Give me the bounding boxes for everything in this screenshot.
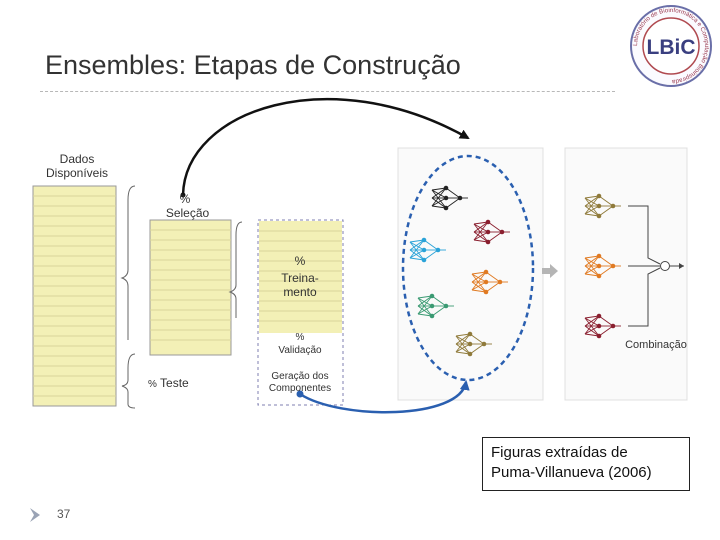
net-combined-1 <box>584 193 621 219</box>
net-combined-3 <box>584 313 621 339</box>
net-component-1 <box>431 185 468 211</box>
selecao-pct: % <box>179 192 191 206</box>
teste-group: % Teste <box>148 376 208 391</box>
dados-label: Dados Disponíveis <box>45 152 109 180</box>
net-component-3 <box>473 219 510 245</box>
lbic-logo: Laboratório de Bioinformática e Computaç… <box>625 2 717 95</box>
net-component-2 <box>409 237 446 263</box>
teste-pct: % <box>148 379 157 390</box>
figure-caption: Figuras extraídas de Puma-Villanueva (20… <box>482 437 690 491</box>
treinamento-text: Treina-mento <box>281 271 319 299</box>
logo-text: LBiC <box>647 36 696 59</box>
combinacao-label: Combinação <box>625 339 687 351</box>
combination-panel <box>564 147 688 401</box>
geracao-label: Geração dos Componentes <box>268 371 332 394</box>
page-chevron-icon <box>28 506 46 529</box>
caption-line-2: Puma-Villanueva (2006) <box>491 464 652 481</box>
net-component-6 <box>455 331 492 357</box>
treinamento-pct: % <box>294 254 306 268</box>
validacao-label: Validação <box>278 345 322 356</box>
brace-mid <box>228 221 243 318</box>
ensemble-ellipse <box>401 154 535 382</box>
treinamento-region <box>257 219 344 406</box>
components-panel <box>397 147 544 401</box>
combiner-node <box>660 261 670 271</box>
treinamento-block <box>259 221 342 333</box>
brace-left-bottom <box>121 353 136 409</box>
net-combined-2 <box>584 253 621 279</box>
selection-arrow <box>181 97 470 196</box>
gray-arrow <box>542 264 558 278</box>
treinamento-label: Treina-mento <box>270 271 330 299</box>
brace-left-top <box>120 185 136 340</box>
net-component-5 <box>417 293 454 319</box>
caption-line-1: Figuras extraídas de <box>491 444 628 461</box>
title-divider <box>40 91 615 92</box>
page-number: 37 <box>57 507 71 521</box>
slide-title: Ensembles: Etapas de Construção <box>45 50 461 80</box>
validacao-pct: % <box>295 332 305 343</box>
net-component-4 <box>471 269 508 295</box>
selecao-block <box>149 219 232 356</box>
validation-arrow <box>299 380 470 414</box>
selecao-label: Seleção <box>165 206 210 220</box>
teste-label: Teste <box>160 376 189 390</box>
